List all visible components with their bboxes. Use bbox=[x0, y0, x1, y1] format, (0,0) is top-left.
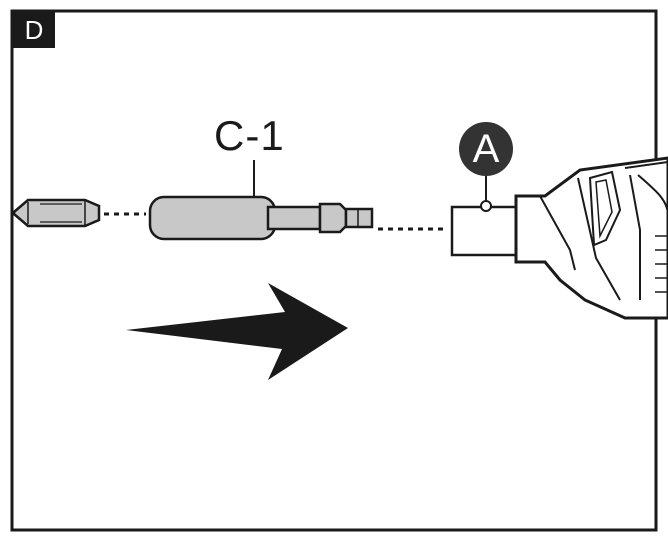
a-leader-dot bbox=[480, 200, 492, 212]
callout-c1-label: C-1 bbox=[214, 112, 285, 159]
arrow-right-icon bbox=[126, 283, 348, 380]
screwdriver-bit bbox=[12, 198, 101, 228]
panel-label: D bbox=[13, 12, 55, 48]
callout-a-label: A bbox=[459, 122, 513, 176]
adapter-c1 bbox=[148, 195, 374, 241]
drill-chuck bbox=[450, 205, 518, 257]
drill bbox=[450, 156, 668, 320]
